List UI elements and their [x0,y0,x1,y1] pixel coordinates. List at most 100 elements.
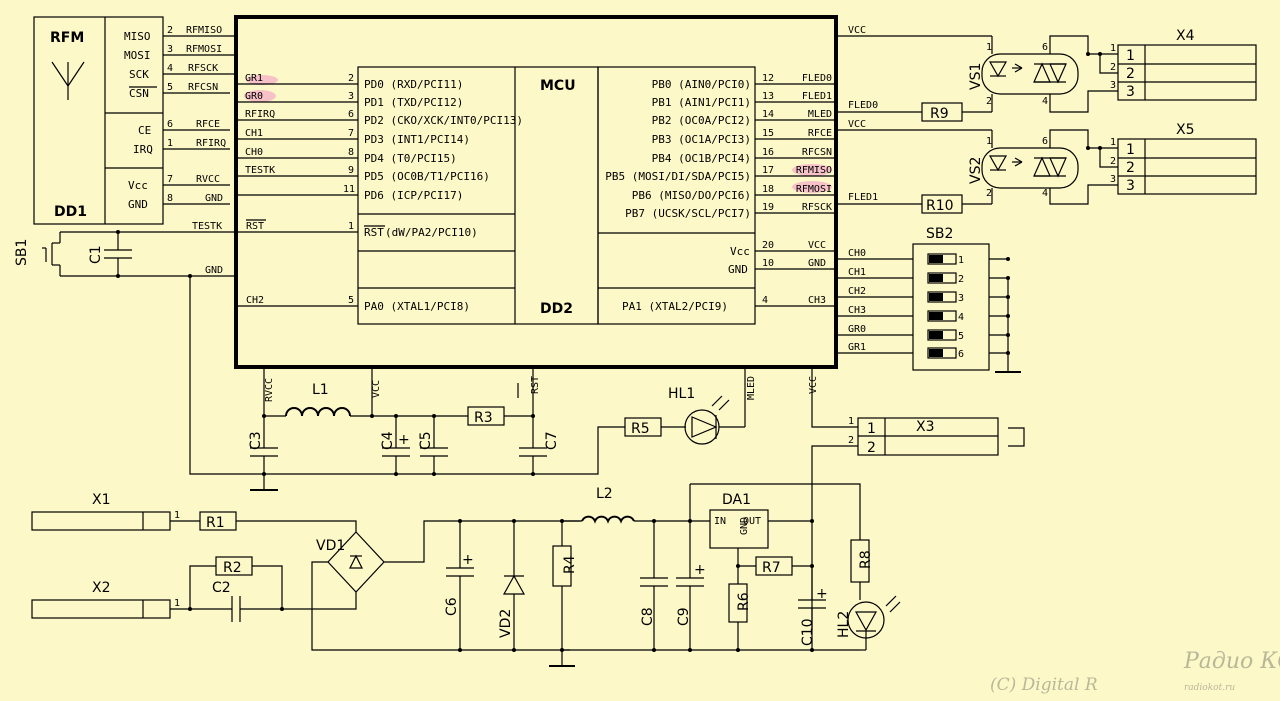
svg-text:1: 1 [174,598,180,609]
mcu-left-pin-num: 6 [348,109,354,120]
sb2-switch-knob [929,274,943,282]
svg-text:5: 5 [348,295,354,306]
c9-capacitor: + C9 [676,484,706,652]
sb1-button: SB1 [14,232,190,277]
svg-text:R3: R3 [474,410,493,426]
svg-text:RST: RST [364,226,384,239]
mcu-left-net: CH0 [245,147,263,158]
r8-resistor: R8 [850,539,874,600]
x3-connector: 1 2 X3 1 2 [811,416,1025,630]
vs2-optocoupler: VCC VS2 1 2 6 4 [836,119,1118,205]
svg-text:1: 1 [867,421,876,437]
mcu-right-net: RFCE [808,128,832,139]
svg-text:6: 6 [1042,42,1048,53]
svg-text:C8: C8 [640,607,656,626]
mcu-right-pin-num: 15 [762,128,774,139]
svg-text:1: 1 [1110,137,1116,148]
c6-capacitor: + C6 [444,519,474,652]
sb2-net: GR0 [848,324,866,335]
rfm-pin-label: Vcc [128,179,148,192]
svg-text:2: 2 [1126,66,1135,82]
x2-connector: X2 1 [31,580,232,619]
svg-text:CH3: CH3 [808,295,826,306]
svg-text:X3: X3 [916,419,935,435]
svg-text:GND: GND [808,258,826,269]
sb2-switch-knob [929,331,943,339]
mcu-right-pin-num: 14 [762,109,774,120]
svg-text:X1: X1 [92,492,111,508]
svg-text:3: 3 [1110,80,1116,91]
svg-text:1: 1 [1126,142,1135,158]
svg-text:2: 2 [167,25,173,36]
mcu-left-net: RFIRQ [245,109,275,120]
svg-text:2: 2 [1110,156,1116,167]
svg-text:2: 2 [986,188,992,199]
rfm-pin-label: MOSI [124,49,151,62]
mcu-right-pin-label: PB5 (MOSI/DI/SDA/PCI5) [605,170,751,183]
mcu-title: MCU [540,78,576,94]
rfm-pin-label: IRQ [133,143,153,156]
mcu-right-pin-label: PB3 (OC1A/PCI3) [652,133,751,146]
svg-text:RFSCK: RFSCK [188,63,218,74]
mcu-right-net: RFCSN [802,147,832,158]
junction [1006,257,1010,261]
watermark: (C) Digital R radiokot.ru Радио КОТ [990,649,1280,695]
mcu-left-pin-num: 11 [343,184,355,195]
svg-text:10: 10 [762,258,774,269]
svg-text:+: + [462,552,474,568]
svg-text:4: 4 [167,63,173,74]
svg-text:6: 6 [1042,136,1048,147]
sb2-pin: 5 [958,331,964,342]
mcu-right-pin-num: 12 [762,73,774,84]
c1-capacitor: C1 [88,230,132,278]
svg-text:HL1: HL1 [668,386,695,402]
r2-resistor: R2 [189,556,283,609]
svg-text:IN: IN [714,516,726,527]
mcu-left-pin-num: 7 [348,128,354,139]
svg-text:VCC: VCC [808,376,819,394]
svg-text:RST: RST [246,221,264,232]
svg-text:8: 8 [167,193,173,204]
mcu-right-pin-label: PB6 (MISO/DO/PCI6) [632,189,751,202]
svg-text:4: 4 [1042,188,1048,199]
sb2-pin: 1 [958,255,964,266]
svg-text:GND: GND [739,517,750,535]
mcu-left-pin-label: PD1 (TXD/PCI12) [364,96,463,109]
mcu-left-pin-num: 2 [348,73,354,84]
mcu-left-pin-label: PD5 (OC0B/T1/PCI16) [364,170,490,183]
svg-text:RVCC: RVCC [264,378,275,402]
svg-text:radiokot.ru: radiokot.ru [1184,683,1235,693]
mcu-right-net: RFMISO [796,165,832,176]
svg-text:R10: R10 [926,198,954,214]
svg-text:MLED: MLED [746,376,757,400]
svg-text:GND: GND [205,193,223,204]
svg-text:C10: C10 [800,618,816,646]
r7-resistor: R7 [736,556,814,576]
svg-text:2: 2 [986,96,992,107]
sb2-pin: 4 [958,312,964,323]
c7-capacitor: C7 [519,416,560,474]
svg-text:5: 5 [167,82,173,93]
sb2-net: CH2 [848,286,866,297]
mcu-left-net: CH1 [245,128,263,139]
svg-text:C4: C4 [380,431,396,450]
r9-resistor: FLED0 R9 [836,100,963,122]
mcu-left-pin-label: PD2 (CKO/XCK/INT0/PCI13) [364,114,523,127]
svg-text:3: 3 [1126,178,1135,194]
mcu-right-net: MLED [808,109,832,120]
mcu-right-pin-label: PB0 (AIN0/PCI0) [652,78,751,91]
sb2-net: CH0 [848,248,866,259]
mcu-right-pin-label: PB1 (AIN1/PCI1) [652,96,751,109]
c5-capacitor: C5 [418,416,448,474]
svg-text:DA1: DA1 [722,492,751,508]
vd1-bridge: VD1 [282,520,580,651]
svg-text:FLED0: FLED0 [848,100,878,111]
svg-text:2: 2 [848,435,854,446]
sb2-switch-knob [929,312,943,320]
c4-capacitor: C4 + [380,416,410,474]
mcu-right-pin-num: 19 [762,202,774,213]
svg-text:C2: C2 [212,580,231,596]
r10-resistor: FLED1 R10 [836,192,963,214]
